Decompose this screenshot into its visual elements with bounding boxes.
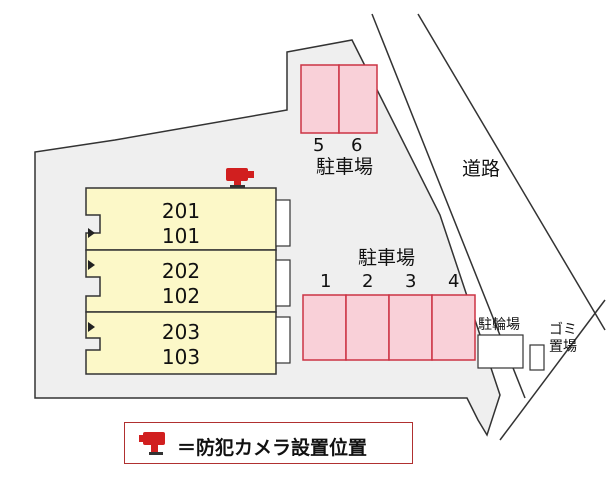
garbage-area	[529, 344, 545, 371]
parking-space-4	[431, 294, 476, 361]
parking-space-2	[345, 294, 390, 361]
parking-space-label-4: 4	[448, 271, 460, 292]
parking-top	[300, 64, 378, 134]
security-camera-icon	[226, 168, 254, 188]
unit-number-upper: 201	[161, 199, 201, 223]
unit-number-lower: 103	[161, 345, 201, 369]
unit-block-2: 202 102	[86, 250, 276, 312]
balcony-3	[275, 316, 291, 364]
bicycle-parking	[477, 334, 524, 369]
parking-space-label-3: 3	[405, 271, 417, 292]
parking-space-3	[388, 294, 433, 361]
unit-number-lower: 101	[161, 224, 201, 248]
unit-block-1: 201 101	[86, 188, 276, 250]
balcony-1	[275, 199, 291, 247]
parking-space-5	[300, 64, 340, 134]
bicycle-parking-label: 駐輪場	[478, 317, 520, 333]
parking-right-label: 駐車場	[358, 247, 416, 269]
road-edge-lower	[499, 299, 606, 441]
entrance-arrow-icon	[88, 228, 95, 238]
entrance-arrow-icon	[88, 322, 95, 332]
building	[85, 187, 291, 375]
parking-space-label-1: 1	[320, 271, 332, 292]
garbage-label-top: ゴミ	[549, 322, 577, 338]
entrance-arrow-icon	[88, 260, 95, 270]
unit-number-upper: 203	[161, 320, 201, 344]
parking-space-label-6: 6	[351, 135, 363, 156]
road-edge-left	[371, 13, 526, 399]
unit-number-lower: 102	[161, 284, 201, 308]
security-camera-icon	[139, 432, 165, 455]
unit-number-upper: 202	[161, 259, 201, 283]
unit-block-3: 203 103	[86, 312, 276, 374]
parking-space-1	[302, 294, 347, 361]
parking-space-6	[338, 64, 378, 134]
parking-top-label: 駐車場	[316, 156, 374, 178]
garbage-label-bottom: 置場	[549, 339, 577, 355]
parking-space-label-5: 5	[313, 135, 325, 156]
road-label: 道路	[462, 158, 501, 180]
legend-box: ＝防犯カメラ設置位置	[124, 422, 413, 464]
road-edge-right	[417, 13, 606, 331]
parking-right	[302, 294, 476, 361]
parking-space-label-2: 2	[362, 271, 374, 292]
legend-text: ＝防犯カメラ設置位置	[177, 437, 368, 459]
balcony-2	[275, 259, 291, 307]
